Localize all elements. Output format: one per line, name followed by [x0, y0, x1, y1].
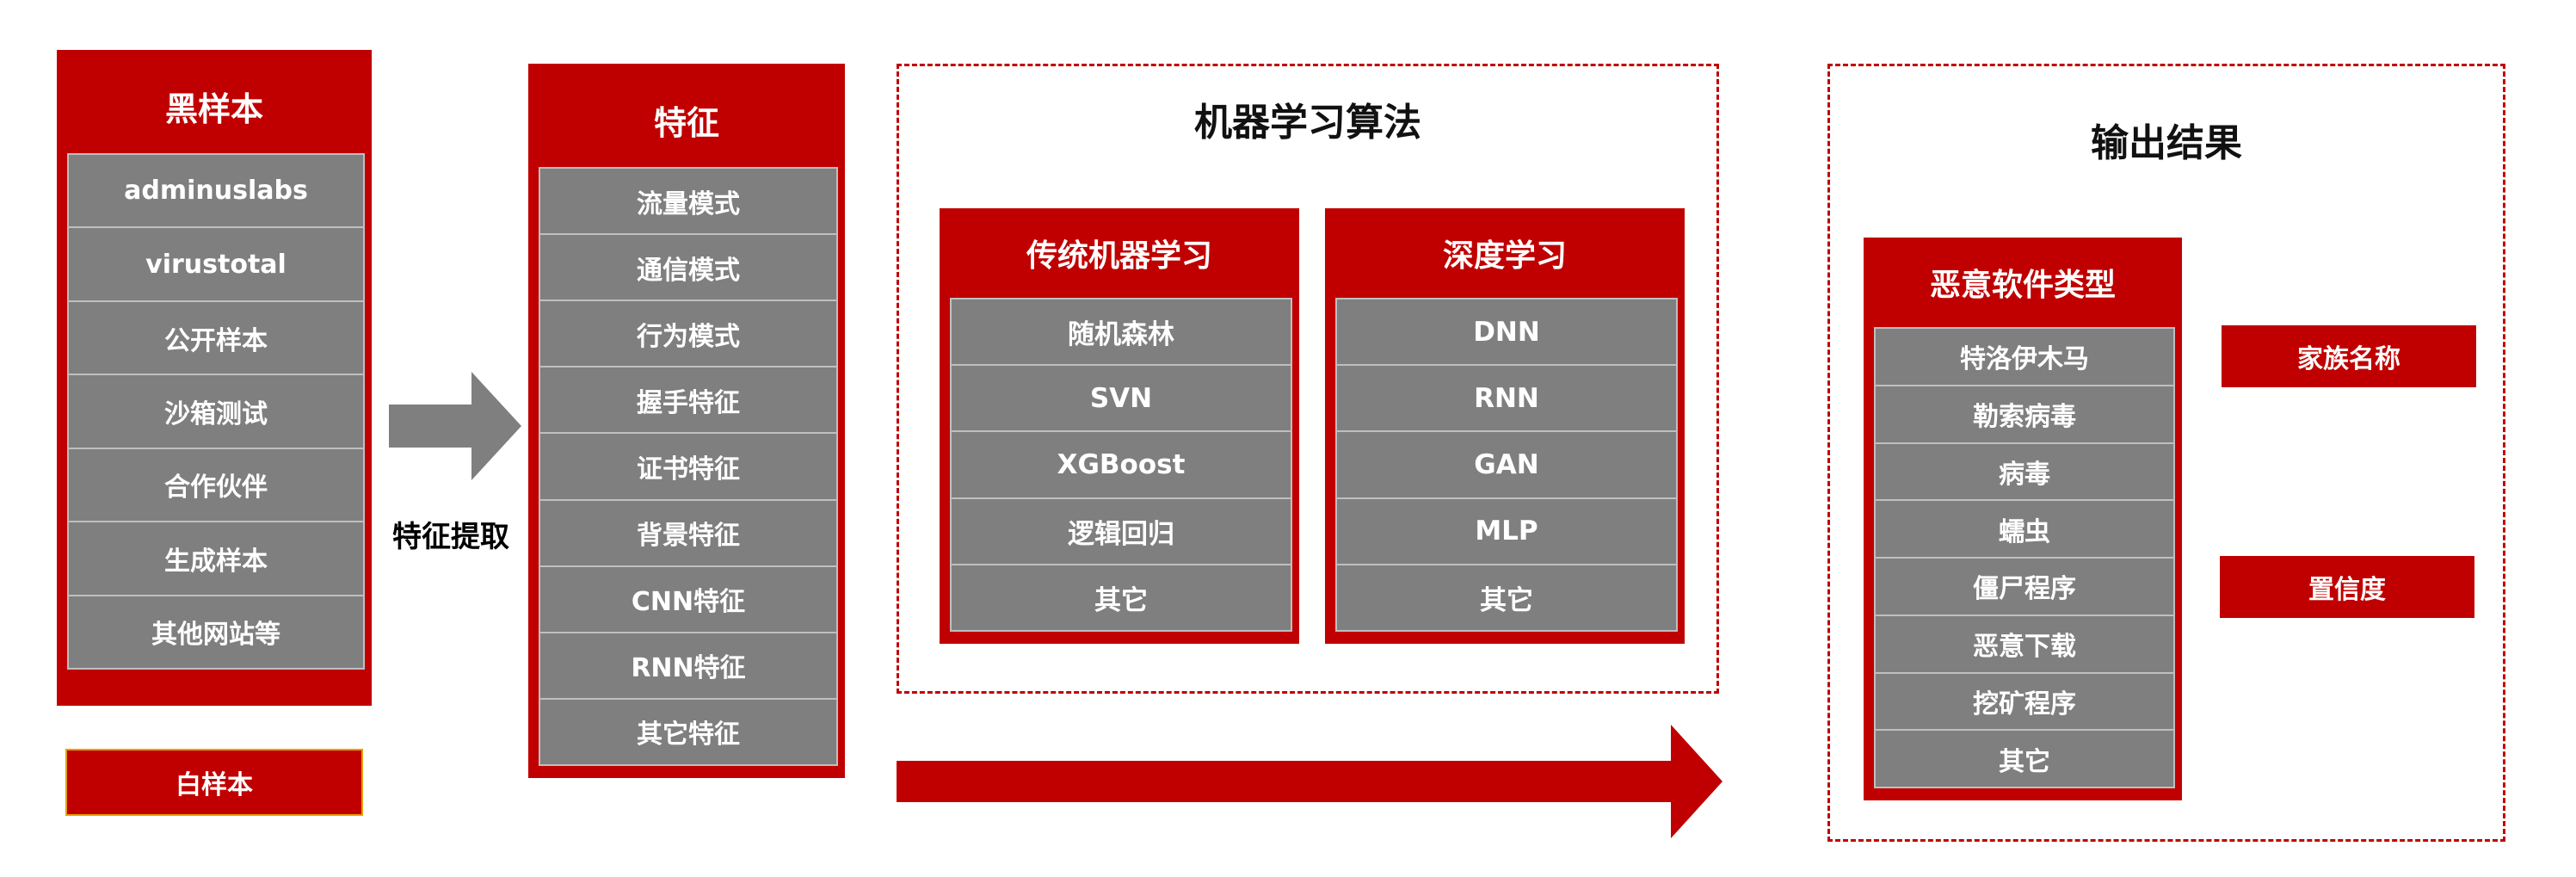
black-samples-panel: 黑样本 adminuslabs virustotal 公开样本 沙箱测试 合作伙… — [57, 50, 372, 706]
black-samples-title: 黑样本 — [164, 90, 263, 128]
ml-algorithms-frame — [897, 64, 1719, 694]
list-item: MLP — [1337, 498, 1676, 565]
list-item: 逻辑回归 — [952, 498, 1291, 565]
deep-learning-list: DNN RNN GAN MLP 其它 — [1335, 298, 1678, 633]
list-item: 其它特征 — [540, 699, 836, 766]
list-item: GAN — [1337, 432, 1676, 499]
black-samples-list: adminuslabs virustotal 公开样本 沙箱测试 合作伙伴 生成… — [67, 153, 365, 670]
list-item: 随机森林 — [952, 298, 1291, 367]
traditional-ml-panel: 传统机器学习 随机森林 SVN XGBoost 逻辑回归 其它 — [940, 208, 1299, 644]
confidence-box: 置信度 — [2220, 556, 2474, 618]
list-item: 流量模式 — [540, 167, 836, 236]
list-item: virustotal — [69, 228, 363, 302]
list-item: 特洛伊木马 — [1876, 327, 2173, 386]
list-item: 恶意下载 — [1876, 615, 2173, 674]
list-item: 通信模式 — [540, 235, 836, 302]
features-title: 特征 — [653, 104, 719, 142]
list-item: 蠕虫 — [1876, 501, 2173, 559]
features-list: 流量模式 通信模式 行为模式 握手特征 证书特征 背景特征 CNN特征 RNN特… — [539, 167, 838, 766]
list-item: 挖矿程序 — [1876, 673, 2173, 732]
output-flow-arrow — [897, 725, 1722, 838]
output-frame — [1827, 64, 2505, 842]
list-item: 病毒 — [1876, 443, 2173, 502]
list-item: 其他网站等 — [69, 596, 363, 670]
list-item: CNN特征 — [540, 566, 836, 633]
list-item: 公开样本 — [69, 301, 363, 376]
list-item: 生成样本 — [69, 522, 363, 596]
deep-learning-title: 深度学习 — [1442, 238, 1567, 274]
list-item: RNN — [1337, 366, 1676, 433]
deep-learning-panel: 深度学习 DNN RNN GAN MLP 其它 — [1325, 208, 1685, 644]
feature-extraction-arrow — [389, 372, 521, 480]
list-item: DNN — [1337, 298, 1676, 367]
malware-types-panel: 恶意软件类型 特洛伊木马 勒索病毒 病毒 蠕虫 僵尸程序 恶意下载 挖矿程序 其… — [1864, 238, 2182, 800]
malware-types-list: 特洛伊木马 勒索病毒 病毒 蠕虫 僵尸程序 恶意下载 挖矿程序 其它 — [1874, 327, 2175, 788]
malware-types-title: 恶意软件类型 — [1929, 268, 2116, 303]
list-item: SVN — [952, 366, 1291, 433]
list-item: adminuslabs — [69, 153, 363, 229]
list-item: 其它 — [1337, 565, 1676, 633]
list-item: 握手特征 — [540, 367, 836, 435]
family-name-box: 家族名称 — [2222, 325, 2476, 387]
list-item: RNN特征 — [540, 633, 836, 700]
list-item: 沙箱测试 — [69, 375, 363, 449]
traditional-ml-list: 随机森林 SVN XGBoost 逻辑回归 其它 — [950, 298, 1292, 633]
feature-extraction-label: 特征提取 — [392, 520, 509, 554]
list-item: 行为模式 — [540, 301, 836, 368]
list-item: 背景特征 — [540, 500, 836, 567]
list-item: 其它 — [1876, 731, 2173, 788]
features-panel: 特征 流量模式 通信模式 行为模式 握手特征 证书特征 背景特征 CNN特征 R… — [528, 64, 845, 778]
list-item: 证书特征 — [540, 434, 836, 501]
list-item: 僵尸程序 — [1876, 559, 2173, 616]
traditional-ml-title: 传统机器学习 — [1026, 238, 1212, 274]
list-item: 合作伙伴 — [69, 448, 363, 523]
ml-algorithms-title: 机器学习算法 — [1194, 101, 1421, 145]
list-item: 其它 — [952, 565, 1291, 633]
output-title: 输出结果 — [2091, 121, 2242, 165]
list-item: XGBoost — [952, 432, 1291, 499]
white-samples-box: 白样本 — [65, 749, 363, 816]
list-item: 勒索病毒 — [1876, 386, 2173, 444]
